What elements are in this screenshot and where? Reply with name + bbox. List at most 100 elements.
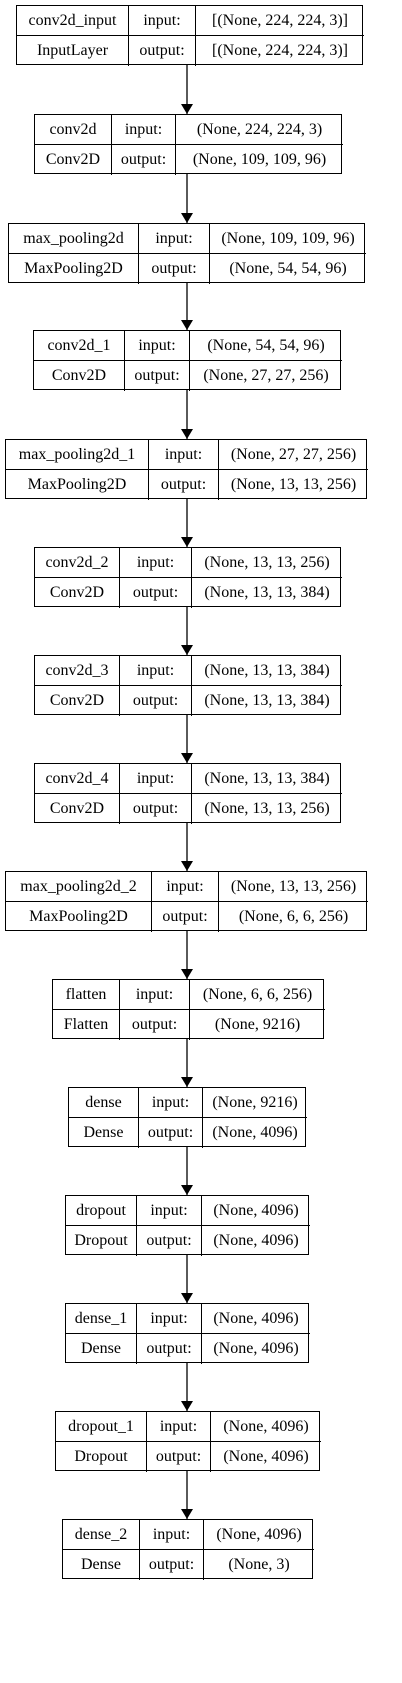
layer-type: Dense: [63, 1550, 140, 1580]
layer-name: dropout_1: [56, 1412, 147, 1442]
layer-type: MaxPooling2D: [6, 902, 152, 932]
layer-name: conv2d_1: [34, 331, 125, 361]
layer-type: Flatten: [53, 1010, 120, 1040]
layer-type: MaxPooling2D: [6, 470, 149, 500]
input-label: input:: [139, 1088, 203, 1118]
input-label: input:: [125, 331, 190, 361]
input-label: input:: [120, 656, 192, 686]
output-shape: (None, 9216): [214, 1016, 301, 1033]
layer-type: Conv2D: [34, 361, 125, 391]
output-label: output:: [152, 902, 219, 932]
input-shape: [(None, 224, 224, 3)]: [196, 6, 364, 36]
input-shape: (None, 224, 224, 3): [176, 115, 343, 145]
layer-name: conv2d_input: [17, 6, 129, 36]
layer-name: conv2d: [35, 115, 112, 145]
layer-type: Conv2D: [35, 686, 120, 716]
input-label: input:: [152, 872, 219, 902]
layer-type: Conv2D: [35, 578, 120, 608]
layer-type: InputLayer: [17, 36, 129, 66]
output-label: output:: [129, 36, 196, 66]
output-label: output:: [147, 1442, 211, 1472]
layer-name: max_pooling2d_2: [6, 872, 152, 902]
layer-name: flatten: [53, 980, 120, 1010]
input-label: input:: [120, 764, 192, 794]
output-label: output:: [140, 1550, 204, 1580]
input-label: input:: [120, 980, 190, 1010]
layer-type: Conv2D: [35, 145, 112, 175]
output-shape: (None, 13, 13, 384): [204, 584, 330, 601]
layer-name: max_pooling2d: [9, 224, 139, 254]
input-shape: (None, 6, 6, 256): [190, 980, 325, 1010]
output-label: output:: [120, 1010, 190, 1040]
input-label: input:: [140, 1520, 204, 1550]
output-shape: [(None, 224, 224, 3)]: [212, 42, 348, 59]
input-label: input:: [139, 224, 210, 254]
layer-name: conv2d_4: [35, 764, 120, 794]
output-shape: (None, 27, 27, 256): [203, 367, 329, 384]
output-shape: (None, 3): [228, 1556, 290, 1573]
output-shape: (None, 6, 6, 256): [238, 908, 349, 925]
layer-name: dropout: [66, 1196, 137, 1226]
output-shape: (None, 13, 13, 256): [230, 476, 357, 493]
input-label: input:: [137, 1196, 202, 1226]
layer-name: max_pooling2d_1: [6, 440, 149, 470]
layer-type: Dropout: [56, 1442, 147, 1472]
input-shape: (None, 13, 13, 256): [219, 872, 368, 902]
input-label: input:: [137, 1304, 202, 1334]
input-shape: (None, 13, 13, 384): [192, 764, 342, 794]
output-shape: (None, 13, 13, 384): [204, 692, 330, 709]
layer-name: conv2d_2: [35, 548, 120, 578]
input-label: input:: [129, 6, 196, 36]
output-shape: (None, 4096): [213, 1340, 299, 1357]
input-label: input:: [112, 115, 176, 145]
input-shape: (None, 13, 13, 384): [192, 656, 342, 686]
output-shape: (None, 54, 54, 96): [229, 260, 347, 277]
input-shape: (None, 4096): [202, 1304, 310, 1334]
layer-type: Dense: [69, 1118, 139, 1148]
output-label: output:: [139, 254, 210, 284]
output-label: output:: [120, 578, 192, 608]
input-shape: (None, 4096): [202, 1196, 310, 1226]
layer-name: dense: [69, 1088, 139, 1118]
input-shape: (None, 9216): [203, 1088, 307, 1118]
output-label: output:: [149, 470, 219, 500]
output-label: output:: [139, 1118, 203, 1148]
output-shape: (None, 13, 13, 256): [204, 800, 330, 817]
layer-name: dense_2: [63, 1520, 140, 1550]
output-label: output:: [125, 361, 190, 391]
output-shape: (None, 109, 109, 96): [192, 151, 327, 168]
output-label: output:: [120, 794, 192, 824]
layer-name: dense_1: [66, 1304, 137, 1334]
input-label: input:: [147, 1412, 211, 1442]
input-shape: (None, 27, 27, 256): [219, 440, 368, 470]
layer-type: Conv2D: [35, 794, 120, 824]
input-shape: (None, 109, 109, 96): [210, 224, 366, 254]
input-shape: (None, 4096): [211, 1412, 321, 1442]
output-shape: (None, 4096): [223, 1448, 309, 1465]
output-label: output:: [137, 1226, 202, 1256]
input-shape: (None, 4096): [204, 1520, 314, 1550]
output-shape: (None, 4096): [212, 1124, 298, 1141]
output-shape: (None, 4096): [213, 1232, 299, 1249]
output-label: output:: [137, 1334, 202, 1364]
input-shape: (None, 13, 13, 256): [192, 548, 342, 578]
layer-name: conv2d_3: [35, 656, 120, 686]
input-shape: (None, 54, 54, 96): [190, 331, 342, 361]
output-label: output:: [120, 686, 192, 716]
